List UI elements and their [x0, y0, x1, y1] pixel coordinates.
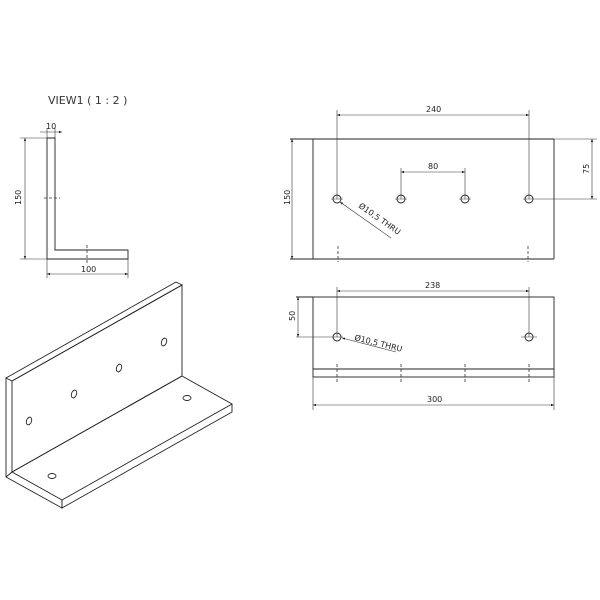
- hole: [25, 416, 33, 426]
- l-profile: [46, 137, 129, 260]
- dim-length-label: 300: [427, 395, 442, 404]
- dim-hole-offset-label: 50: [288, 311, 297, 321]
- dim-hole-span-label: 238: [425, 281, 440, 290]
- hole: [160, 337, 168, 347]
- hole: [182, 395, 192, 401]
- view-title: VIEW1 ( 1 : 2 ): [48, 94, 127, 107]
- dim-height-label: 150: [14, 190, 23, 205]
- dim-thickness-label: 10: [46, 122, 56, 131]
- hole: [115, 363, 123, 373]
- hole: [47, 473, 57, 479]
- hole-leader: [341, 337, 397, 353]
- dim-hole-height-label: 75: [582, 164, 591, 174]
- isometric-view: [5, 281, 233, 509]
- side-view: 150 10 100: [14, 122, 129, 278]
- dim-width-label: 100: [81, 265, 96, 274]
- top-view: 238 50 300 Ø10,5 THRU: [288, 281, 555, 410]
- hole-note: Ø10,5 THRU: [354, 332, 404, 354]
- hole-leader: [339, 201, 392, 239]
- front-view: 240 80 150 75 Ø10,5 THRU: [283, 105, 597, 262]
- dim-inner-span-label: 80: [428, 162, 438, 171]
- dim-height-label: 150: [283, 190, 292, 205]
- dim-hole-span-label: 240: [426, 105, 441, 114]
- hole: [70, 389, 78, 399]
